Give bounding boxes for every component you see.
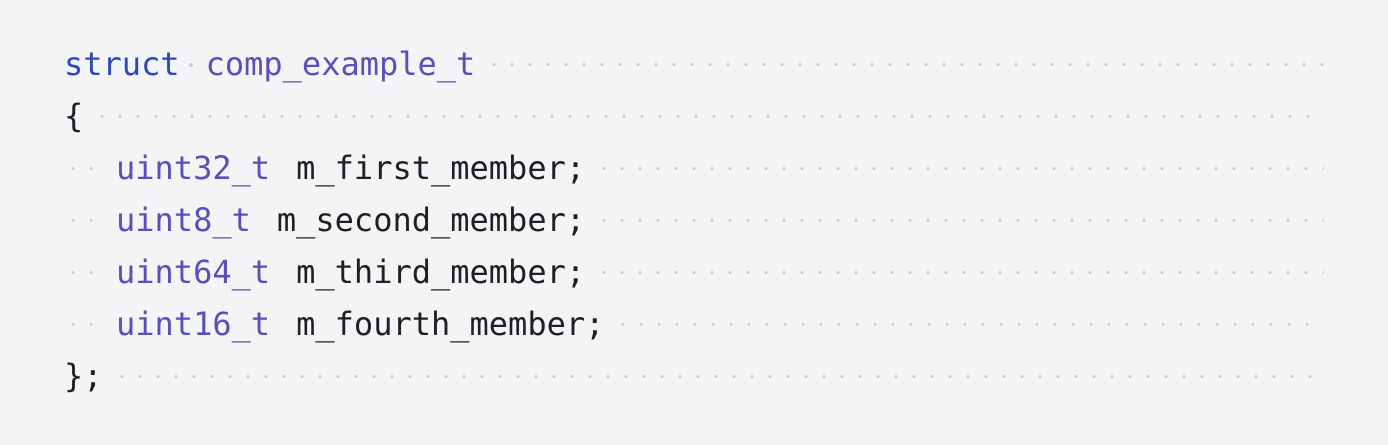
trailing-whitespace-dots <box>595 194 1324 246</box>
code-line-open-brace: { <box>64 90 1324 142</box>
member-type: uint8_t <box>116 194 251 246</box>
struct-keyword: struct <box>64 38 180 90</box>
member-name: m_second_member; <box>276 194 586 246</box>
trailing-whitespace-dots <box>595 142 1324 194</box>
code-line-close-brace: }; <box>64 350 1325 402</box>
code-line-member: uint64_t m_third_member; <box>64 246 1324 298</box>
member-name: m_third_member; <box>296 246 586 298</box>
code-line-member: uint16_t m_fourth_member; <box>64 298 1324 350</box>
indent-whitespace-dots <box>64 142 116 194</box>
trailing-whitespace-dots <box>595 246 1324 298</box>
trailing-whitespace-dots <box>112 350 1325 402</box>
member-name: m_first_member; <box>296 142 586 194</box>
trailing-whitespace-dots <box>614 298 1324 350</box>
indent-whitespace-dots <box>64 246 116 298</box>
code-line-member: uint32_t m_first_member; <box>64 142 1324 194</box>
member-name: m_fourth_member; <box>296 298 605 350</box>
trailing-whitespace-dots <box>485 38 1324 90</box>
indent-whitespace-dots <box>64 298 116 350</box>
struct-name: comp_example_t <box>205 38 476 90</box>
code-snippet: struct comp_example_t { uint32_t m_first… <box>64 38 1325 402</box>
code-line-struct-decl: struct comp_example_t <box>64 38 1324 90</box>
member-type: uint64_t <box>116 246 271 298</box>
member-type: uint16_t <box>116 298 271 350</box>
trailing-whitespace-dots <box>93 90 1324 142</box>
whitespace-marker <box>180 38 206 90</box>
indent-whitespace-dots <box>64 194 116 246</box>
code-line-member: uint8_t m_second_member; <box>64 194 1324 246</box>
member-type: uint32_t <box>116 142 271 194</box>
open-brace: { <box>64 90 84 142</box>
close-brace-semicolon: }; <box>64 350 103 402</box>
